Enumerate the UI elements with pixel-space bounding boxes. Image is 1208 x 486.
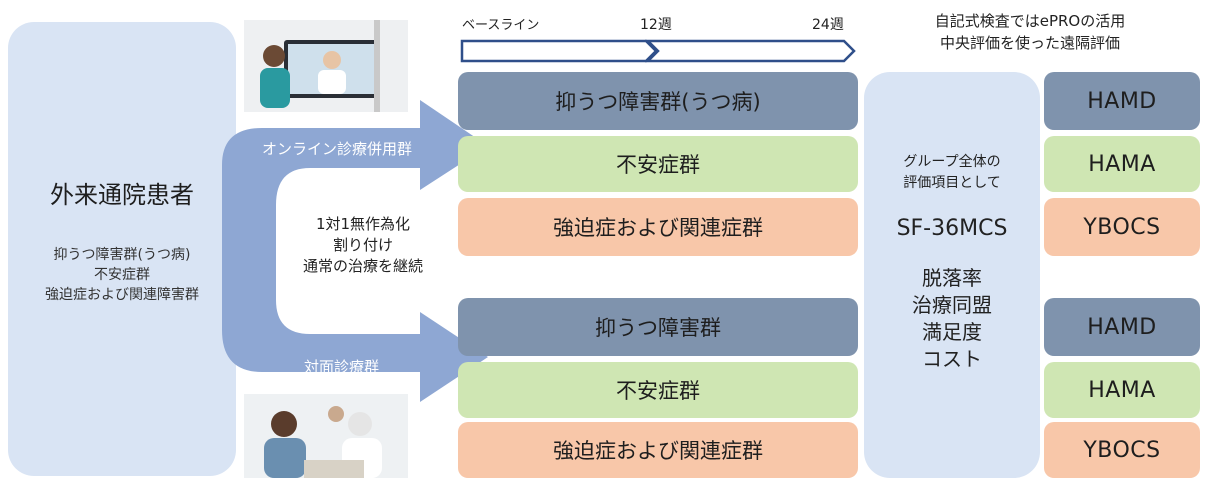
randomization-line-1: 1対1無作為化 <box>315 214 411 233</box>
face-group-anxiety-label: 不安症群 <box>616 379 700 403</box>
timeline-baseline-label: ベースライン <box>462 18 540 33</box>
online-group-anxiety: 不安症群 <box>458 136 858 192</box>
measure-hama-face: HAMA <box>1044 362 1200 418</box>
online-group-depression-label: 抑うつ障害群(うつ病) <box>555 90 761 114</box>
face-group-anxiety: 不安症群 <box>458 362 858 418</box>
online-arm-label: オンライン診療併用群 <box>262 140 413 158</box>
header-note-line-1: 自記式検査ではePROの活用 <box>934 12 1126 30</box>
online-group-anxiety-label: 不安症群 <box>616 153 700 177</box>
face-consultation-photo <box>244 394 408 478</box>
patient-group-2: 不安症群 <box>94 266 150 283</box>
patient-box: 外来通院患者 抑うつ障害群(うつ病) 不安症群 強迫症および関連障害群 <box>8 22 236 476</box>
face-arm-arrow <box>222 250 488 402</box>
overall-item-satisfaction: 満足度 <box>922 320 982 344</box>
overall-item-alliance: 治療同盟 <box>912 293 992 317</box>
face-group-ocd: 強迫症および関連症群 <box>458 422 858 478</box>
measure-hama-face-label: HAMA <box>1088 377 1156 403</box>
online-consultation-photo <box>244 20 408 112</box>
online-group-ocd: 強迫症および関連症群 <box>458 198 858 256</box>
measure-hamd-online-label: HAMD <box>1087 88 1157 114</box>
face-arm-label: 対面診療群 <box>304 358 380 376</box>
overall-line-1: グループ全体の <box>903 154 1001 170</box>
timeline-week24-label: 24週 <box>812 17 844 33</box>
overall-item-cost: コスト <box>922 347 982 371</box>
header-note-line-2: 中央評価を使った遠隔評価 <box>939 34 1120 52</box>
header-note: 自記式検査ではePROの活用 中央評価を使った遠隔評価 <box>880 10 1180 54</box>
overall-assessment-box: グループ全体の 評価項目として SF-36MCS 脱落率 治療同盟 満足度 コス… <box>864 72 1040 478</box>
face-group-depression-label: 抑うつ障害群 <box>595 316 721 340</box>
randomization-line-3: 通常の治療を継続 <box>302 256 423 275</box>
online-arm-arrow <box>222 100 488 330</box>
randomization-line-2: 割り付け <box>332 235 393 254</box>
measure-hamd-face: HAMD <box>1044 298 1200 356</box>
face-group-depression: 抑うつ障害群 <box>458 298 858 356</box>
measure-hama-online-label: HAMA <box>1088 151 1156 177</box>
timeline-week12-label: 12週 <box>640 17 672 33</box>
measure-hamd-online: HAMD <box>1044 72 1200 130</box>
overall-main-measure: SF-36MCS <box>896 216 1008 241</box>
online-group-depression: 抑うつ障害群(うつ病) <box>458 72 858 130</box>
patient-title: 外来通院患者 <box>50 180 194 209</box>
overall-line-2: 評価項目として <box>903 175 1001 191</box>
measure-ybocs-face: YBOCS <box>1044 422 1200 478</box>
overall-item-dropout: 脱落率 <box>922 266 982 290</box>
face-group-ocd-label: 強迫症および関連症群 <box>553 439 763 463</box>
timeline-bar <box>460 39 856 63</box>
online-group-ocd-label: 強迫症および関連症群 <box>553 216 763 240</box>
patient-group-1: 抑うつ障害群(うつ病) <box>53 246 191 263</box>
measure-ybocs-online: YBOCS <box>1044 198 1200 256</box>
measure-ybocs-online-label: YBOCS <box>1083 214 1161 240</box>
randomization-text: 1対1無作為化 割り付け 通常の治療を継続 <box>278 205 448 285</box>
patient-group-3: 強迫症および関連障害群 <box>45 286 199 303</box>
measure-hamd-face-label: HAMD <box>1087 314 1157 340</box>
measure-hama-online: HAMA <box>1044 136 1200 192</box>
measure-ybocs-face-label: YBOCS <box>1083 437 1161 463</box>
